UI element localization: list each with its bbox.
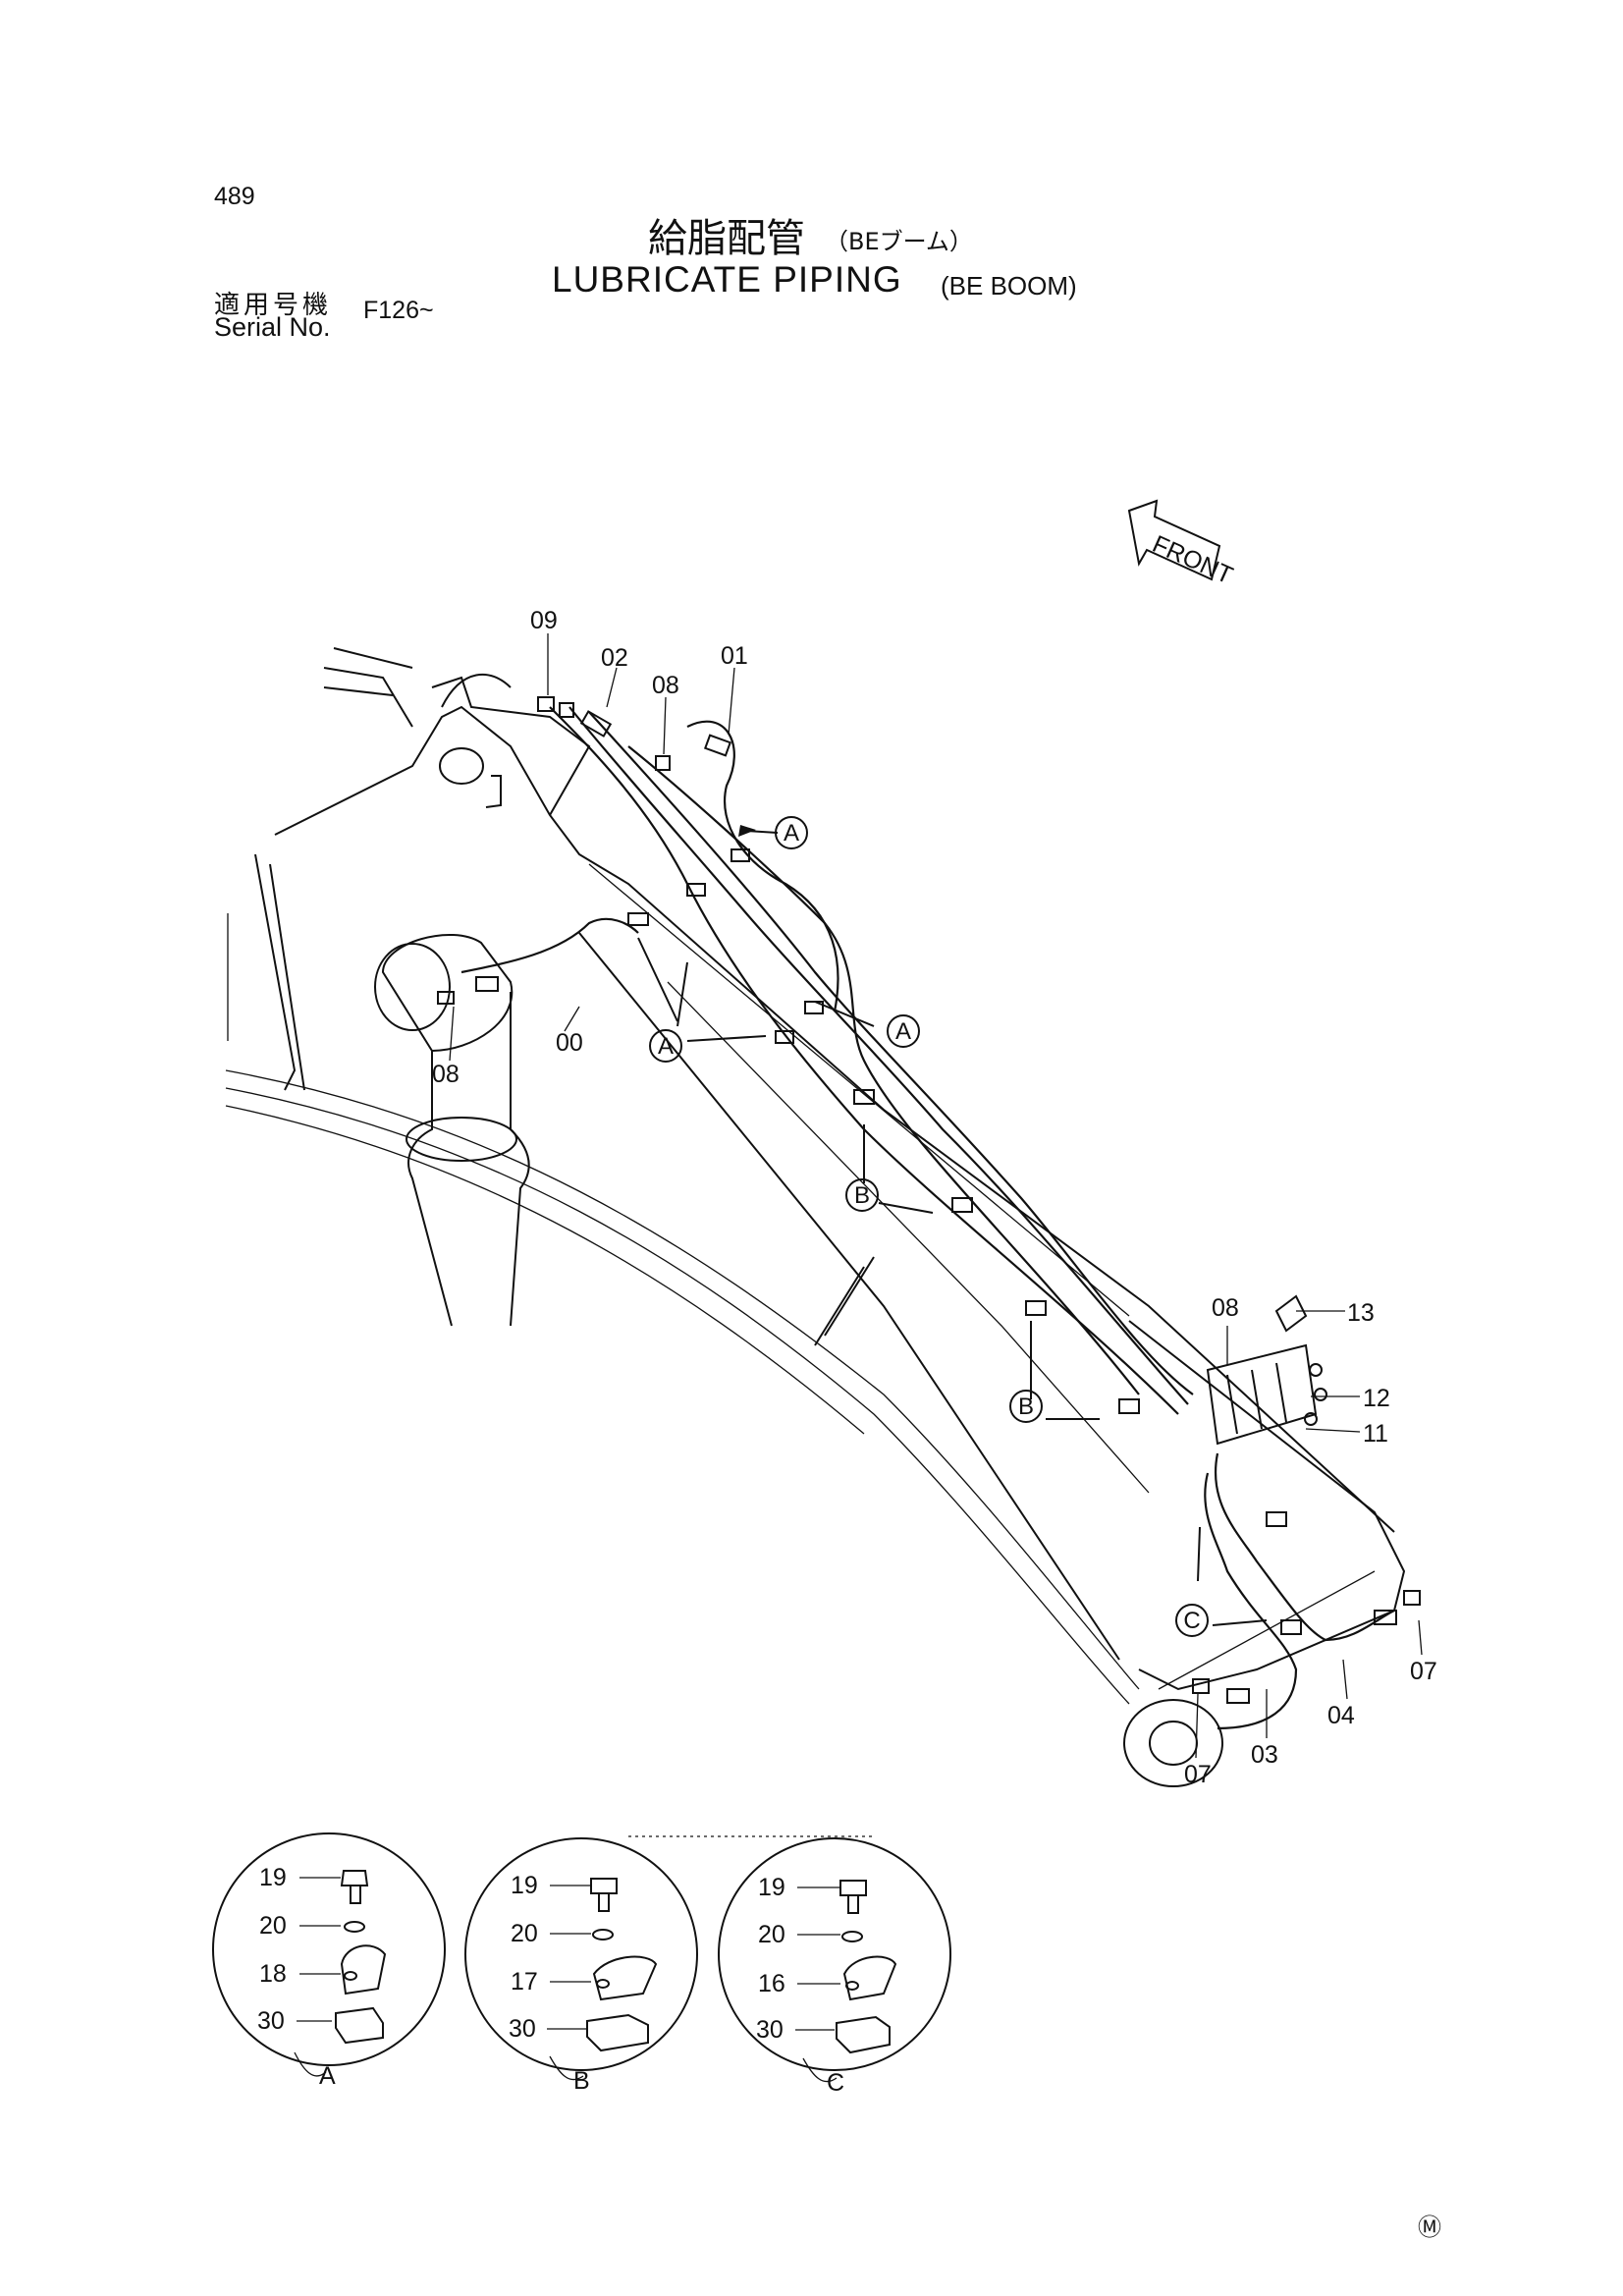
detail-c-item-2: 20 (758, 1921, 785, 1948)
part-label-02: 02 (601, 644, 628, 672)
svg-text:B: B (854, 1182, 870, 1209)
part-label-00: 00 (556, 1029, 583, 1057)
callouts: A A A B B C (649, 816, 1209, 1637)
callout-a-2: A (649, 1029, 682, 1063)
detail-c-label: C (827, 2069, 844, 2097)
serial-label-english: Serial No. (214, 312, 331, 342)
detail-view-b: 19 20 17 30 B (464, 1837, 698, 2095)
part-label-03: 03 (1251, 1741, 1278, 1769)
part-labels: 09 02 08 01 00 08 08 13 12 11 07 04 03 0… (432, 607, 1437, 1788)
svg-text:C: C (1183, 1608, 1200, 1634)
callout-b-1: B (845, 1178, 879, 1212)
detail-a-label: A (319, 2062, 336, 2090)
title-english-sub: (BE BOOM) (941, 271, 1077, 301)
detail-view-c: 19 20 16 30 C (718, 1837, 951, 2097)
part-label-08-block: 08 (1212, 1294, 1239, 1322)
detail-b-item-3: 17 (511, 1968, 538, 1995)
detail-c-item-1: 19 (758, 1874, 785, 1901)
detail-a-item-3: 18 (259, 1960, 287, 1988)
title-japanese-sub: （BEブーム） (825, 228, 973, 255)
part-label-07-right: 07 (1410, 1658, 1437, 1685)
part-label-07-bottom: 07 (1184, 1761, 1212, 1788)
part-label-13: 13 (1347, 1299, 1375, 1327)
front-arrow: FRONT (1127, 499, 1237, 590)
callout-b-2: B (1009, 1390, 1043, 1423)
detail-b-label: B (573, 2067, 590, 2095)
serial-range: F126~ (363, 297, 434, 324)
part-label-01: 01 (721, 642, 748, 670)
svg-text:A: A (658, 1033, 674, 1060)
detail-b-item-4: 30 (509, 2015, 536, 2043)
detail-c-item-3: 16 (758, 1970, 785, 1997)
m-mark: Ⓜ (1418, 2214, 1441, 2241)
leader-lines (449, 633, 1423, 1759)
part-label-11: 11 (1363, 1420, 1388, 1448)
callout-a-3: A (887, 1014, 920, 1048)
boom-body (225, 647, 1406, 1787)
part-label-04: 04 (1327, 1702, 1355, 1729)
svg-text:B: B (1018, 1394, 1034, 1420)
callout-a-1: A (775, 816, 808, 849)
hose-lines (460, 706, 1395, 1730)
serial-label-japanese: 適用号機 (214, 291, 333, 320)
part-label-09: 09 (530, 607, 558, 634)
detail-a-item-2: 20 (259, 1912, 287, 1940)
callout-c-1: C (1175, 1604, 1209, 1637)
svg-text:A: A (784, 820, 799, 847)
title-japanese: 給脂配管 (648, 216, 805, 261)
svg-text:A: A (895, 1018, 911, 1045)
part-label-12: 12 (1363, 1385, 1390, 1412)
title-english: LUBRICATE PIPING (552, 259, 902, 300)
detail-a-item-1: 19 (259, 1864, 287, 1891)
detail-b-item-2: 20 (511, 1920, 538, 1947)
front-arrow-label: FRONT (1149, 530, 1237, 590)
detail-view-a: 19 20 18 30 A (212, 1832, 446, 2090)
page-number: 489 (214, 183, 255, 210)
fittings (437, 696, 1421, 1704)
detail-c-item-4: 30 (756, 2016, 784, 2044)
detail-a-item-4: 30 (257, 2007, 285, 2035)
detail-b-item-1: 19 (511, 1872, 538, 1899)
part-label-08-top: 08 (652, 672, 679, 699)
part-label-08-left: 08 (432, 1061, 460, 1088)
